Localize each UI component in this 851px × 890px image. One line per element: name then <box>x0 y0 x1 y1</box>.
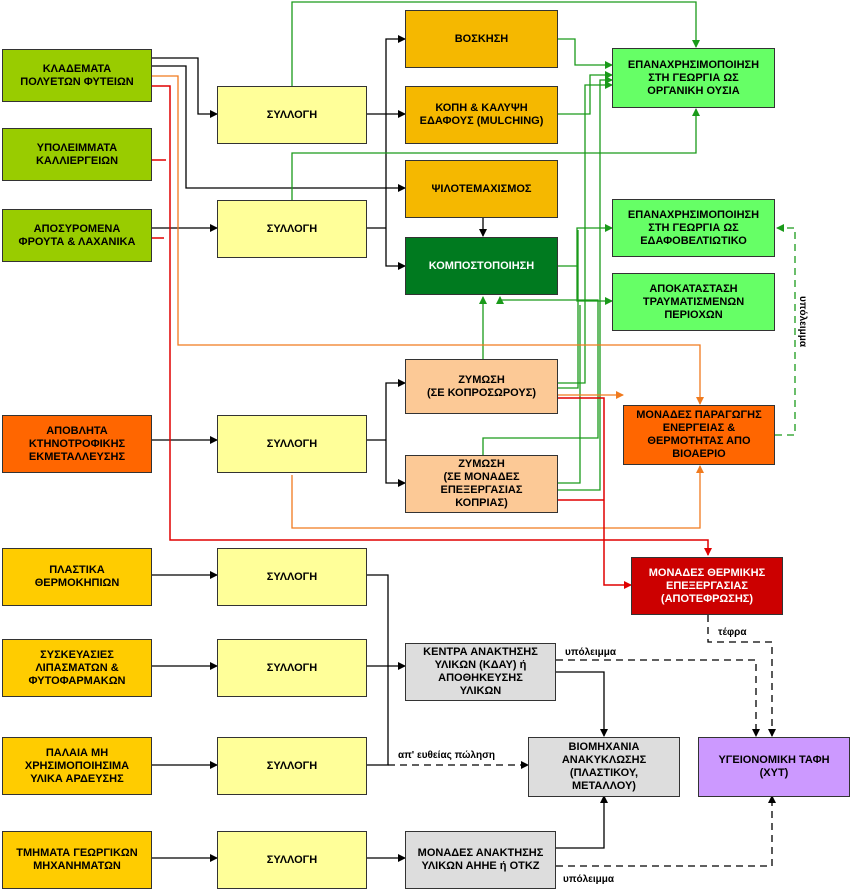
edge-label-digestate: υπόλειμμα <box>797 296 808 348</box>
orange-connectors <box>152 75 704 529</box>
collection-4: ΣΥΛΛΟΓΗ <box>217 548 367 606</box>
process-recovery-centres: ΚΕΝΤΡΑ ΑΝΑΚΤΗΣΗΣ ΥΛΙΚΩΝ (ΚΔΑΥ) ή ΑΠΟΘΗΚΕ… <box>405 643 556 701</box>
edge-label-residue-bottom: υπόλειμμα <box>563 874 615 885</box>
outcome-soil-improver: ΕΠΑΝΑΧΡΗΣΙΜΟΠΟΙΗΣΗ ΣΤΗ ΓΕΩΡΓΙΑ ΩΣ ΕΔΑΦΟΒ… <box>612 199 775 257</box>
process-composting: ΚΟΜΠΟΣΤΟΠΟΙΗΣΗ <box>405 237 558 295</box>
collection-3: ΣΥΛΛΟΓΗ <box>217 415 367 473</box>
source-crop-residues: ΥΠΟΛΕΙΜΜΑΤΑ ΚΑΛΛΙΕΡΓΕΙΩΝ <box>2 128 152 181</box>
red-connectors <box>152 85 712 589</box>
collection-5: ΣΥΛΛΟΓΗ <box>217 639 367 697</box>
collection-6: ΣΥΛΛΟΓΗ <box>217 737 367 795</box>
process-shredding: ΨΙΛΟΤΕΜΑΧΙΣΜΟΣ <box>405 160 558 218</box>
black-connectors <box>152 35 608 862</box>
process-grazing: ΒΟΣΚΗΣΗ <box>405 10 558 68</box>
outcome-organic-matter: ΕΠΑΝΑΧΡΗΣΙΜΟΠΟΙΗΣΗ ΣΤΗ ΓΕΩΡΓΙΑ ΩΣ ΟΡΓΑΝΙ… <box>612 48 775 108</box>
source-branches: ΚΛΑΔΕΜΑΤΑ ΠΟΛΥΕΤΩΝ ΦΥΤΕΙΩΝ <box>2 49 152 102</box>
outcome-recycling-industry: ΒΙΟΜΗΧΑΝΙΑ ΑΝΑΚΥΚΛΩΣΗΣ (ΠΛΑΣΤΙΚΟΥ, ΜΕΤΑΛ… <box>528 737 680 797</box>
source-livestock-waste: ΑΠΟΒΛΗΤΑ ΚΤΗΝΟΤΡΟΦΙΚΗΣ ΕΚΜΕΤΑΛΛΕΥΣΗΣ <box>2 415 152 473</box>
green-dashed-connector <box>775 224 796 436</box>
process-fermentation-units: ΖΥΜΩΣΗ (ΣΕ ΜΟΝΑΔΕΣ ΕΠΕΞΕΡΓΑΣΙΑΣ ΚΟΠΡΙΑΣ) <box>405 455 558 513</box>
source-withdrawn-produce: ΑΠΟΣΥΡΟΜΕΝΑ ΦΡΟΥΤΑ & ΛΑΧΑΝΙΚΑ <box>2 209 152 262</box>
green-connectors <box>291 1 700 491</box>
outcome-restoration: ΑΠΟΚΑΤΑΣΤΑΣΗ ΤΡΑΥΜΑΤΙΣΜΕΝΩΝ ΠΕΡΙΟΧΩΝ <box>612 273 775 331</box>
collection-2: ΣΥΛΛΟΓΗ <box>217 200 367 258</box>
source-greenhouse-plastics: ΠΛΑΣΤΙΚΑ ΘΕΡΜΟΚΗΠΙΩΝ <box>2 548 152 606</box>
dashed-connectors <box>388 615 776 867</box>
process-mulching: ΚΟΠΗ & ΚΑΛΥΨΗ ΕΔΑΦΟΥΣ (MULCHING) <box>405 86 558 144</box>
edge-label-residue-top: υπόλειμμα <box>565 647 617 658</box>
collection-1: ΣΥΛΛΟΓΗ <box>217 86 367 144</box>
source-machinery-parts: ΤΜΗΜΑΤΑ ΓΕΩΡΓΙΚΩΝ ΜΗΧΑΝΗΜΑΤΩΝ <box>2 831 152 889</box>
outcome-landfill: ΥΓΕΙΟΝΟΜΙΚΗ ΤΑΦΗ (ΧΥΤ) <box>698 737 850 797</box>
process-weee-units: ΜΟΝΑΔΕΣ ΑΝΑΚΤΗΣΗΣ ΥΛΙΚΩΝ ΑΗΗΕ ή ΟΤΚΖ <box>405 831 556 889</box>
outcome-biogas: ΜΟΝΑΔΕΣ ΠΑΡΑΓΩΓΗΣ ΕΝΕΡΓΕΙΑΣ & ΘΕΡΜΟΤΗΤΑΣ… <box>623 405 775 465</box>
process-fermentation-pits: ΖΥΜΩΣΗ (ΣΕ ΚΟΠΡΟΣΩΡΟΥΣ) <box>405 359 558 414</box>
collection-7: ΣΥΛΛΟΓΗ <box>217 831 367 889</box>
edge-label-ash: τέφρα <box>718 627 747 638</box>
edge-label-direct-sale: απ' ευθείας πώληση <box>398 750 496 761</box>
outcome-thermal: ΜΟΝΑΔΕΣ ΘΕΡΜΙΚΗΣ ΕΠΕΞΕΡΓΑΣΙΑΣ (ΑΠΟΤΕΦΡΩΣ… <box>631 557 783 615</box>
source-agrochem-packaging: ΣΥΣΚΕΥΑΣΙΕΣ ΛΙΠΑΣΜΑΤΩΝ & ΦΥΤΟΦΑΡΜΑΚΩΝ <box>2 639 152 697</box>
source-irrigation-materials: ΠΑΛΑΙΑ ΜΗ ΧΡΗΣΙΜΟΠΟΙΗΣΙΜΑ ΥΛΙΚΑ ΑΡΔΕΥΣΗΣ <box>2 737 152 795</box>
